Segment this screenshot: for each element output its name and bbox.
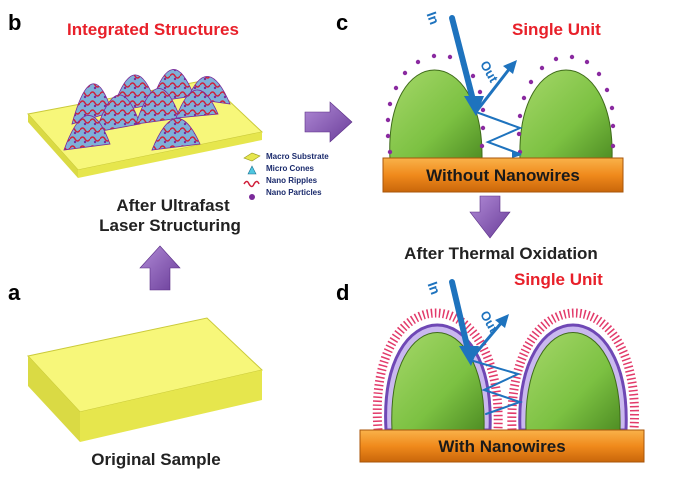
panel-c-cones <box>389 69 613 161</box>
panel-d-rays <box>449 279 524 415</box>
arrow-b-to-c <box>304 101 353 143</box>
panel-c-bar-label: Without Nanowires <box>426 166 580 185</box>
panel-c-letter: c <box>336 10 349 35</box>
legend-label: Nano Ripples <box>266 175 318 185</box>
panel-b-letter: b <box>8 10 22 35</box>
middle-caption: After Thermal Oxidation <box>404 244 598 263</box>
panel-b-title: Integrated Structures <box>67 20 239 39</box>
particle-icon <box>249 194 255 200</box>
legend: Macro Substrate Micro Cones Nano Ripples… <box>246 150 329 198</box>
ripple-icon <box>243 180 260 188</box>
panel-c-title: Single Unit <box>512 20 601 39</box>
panel-d-title: Single Unit <box>514 270 603 289</box>
substrate-icon <box>243 152 261 162</box>
panel-b-micro-cones <box>63 69 231 151</box>
panel-a-caption: Original Sample <box>91 450 221 469</box>
legend-label: Macro Substrate <box>266 151 329 161</box>
panel-b-caption-line1: After Ultrafast <box>116 196 230 215</box>
panel-a-letter: a <box>8 280 21 305</box>
legend-icons <box>243 152 261 200</box>
panel-c-particles <box>385 53 616 155</box>
panel-b-caption-line2: Laser Structuring <box>99 216 241 235</box>
panel-c-bar <box>382 157 624 193</box>
panel-d-bar-label: With Nanowires <box>438 437 566 456</box>
panel-c-rays <box>449 15 523 158</box>
panel-d-bar <box>359 429 645 463</box>
legend-label: Micro Cones <box>266 163 315 173</box>
panel-d-cones <box>384 323 628 432</box>
panel-d-letter: d <box>336 280 350 305</box>
panel-a-substrate <box>27 317 264 442</box>
cone-icon <box>247 165 257 175</box>
panel-d-nanowires <box>372 308 639 431</box>
arrow-a-to-b <box>139 245 181 291</box>
legend-label: Nano Particles <box>266 187 322 197</box>
arrow-c-to-d <box>469 195 511 239</box>
